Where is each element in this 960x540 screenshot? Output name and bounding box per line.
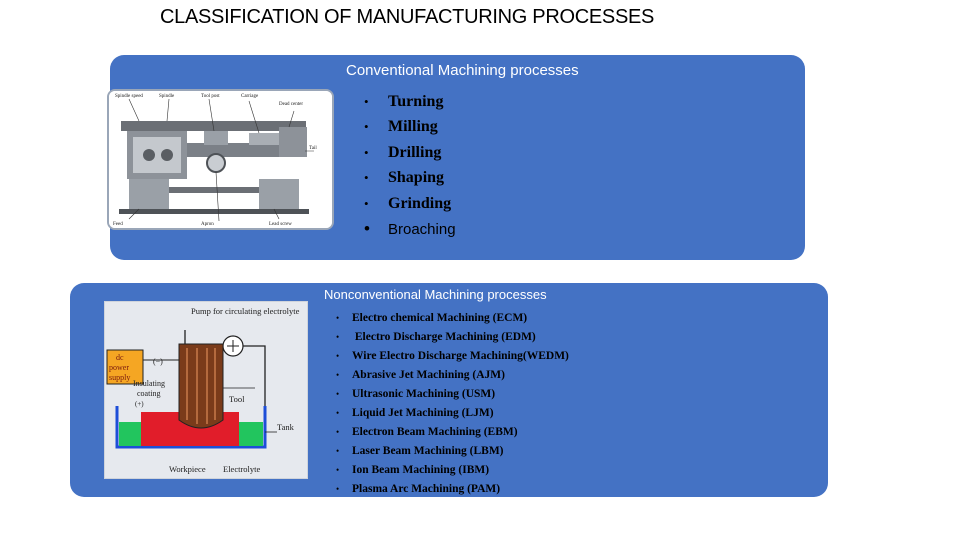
list-item: •Drilling	[364, 143, 442, 161]
list-item: •Broaching	[364, 218, 456, 238]
list-item: •Milling	[364, 118, 438, 136]
svg-text:Spindle: Spindle	[159, 94, 175, 99]
svg-text:Carriage: Carriage	[241, 94, 259, 99]
list-item: • Electro Discharge Machining (EDM)	[336, 331, 536, 343]
nonconventional-panel: Nonconventional Machining processes Pump…	[70, 283, 828, 497]
conventional-panel: Conventional Machining processes	[107, 55, 805, 260]
list-item: •Shaping	[364, 169, 445, 187]
list-item: •Ultrasonic Machining (USM)	[336, 388, 496, 400]
list-item: •Ion Beam Machining (IBM)	[336, 464, 490, 476]
list-item: •Liquid Jet Machining (LJM)	[336, 407, 494, 419]
ecm-diagram: Pump for circulating electrolyte dc powe…	[104, 301, 308, 479]
lathe-machine-image: Spindle speed Spindle Tool post Carriage D…	[107, 89, 334, 230]
svg-text:dc: dc	[116, 353, 124, 362]
svg-text:Feed: Feed	[113, 222, 123, 227]
list-item: •Wire Electro Discharge Machining(WEDM)	[336, 350, 569, 362]
list-item: •Abrasive Jet Machining (AJM)	[336, 369, 505, 381]
plus-label: (+)	[135, 400, 144, 408]
list-item: •Laser Beam Machining (LBM)	[336, 445, 504, 457]
slide-title: CLASSIFICATION OF MANUFACTURING PROCESSE…	[160, 6, 655, 28]
conventional-heading: Conventional Machining processes	[346, 62, 579, 79]
svg-text:coating: coating	[137, 389, 161, 398]
electrolyte-label: Electrolyte	[223, 464, 261, 474]
list-item: •Turning	[364, 93, 444, 110]
tool-label: Tool	[229, 394, 245, 404]
list-item: •Electro chemical Machining (ECM)	[336, 312, 528, 324]
workpiece-label: Workpiece	[169, 464, 206, 474]
svg-text:Tail: Tail	[309, 146, 317, 151]
conventional-list: •Turning •Milling •Drilling •Shaping •Gr…	[364, 89, 456, 241]
svg-text:Apron: Apron	[201, 222, 214, 227]
tank-label: Tank	[277, 422, 295, 432]
list-item: •Electron Beam Machining (EBM)	[336, 426, 518, 438]
svg-text:Dead center: Dead center	[279, 102, 303, 107]
svg-text:power: power	[109, 363, 129, 372]
pump-label: Pump for circulating electrolyte	[191, 306, 300, 316]
nonconventional-heading: Nonconventional Machining processes	[324, 287, 547, 302]
svg-text:Spindle speed: Spindle speed	[115, 94, 143, 99]
list-item: •Plasma Arc Machining (PAM)	[336, 483, 501, 495]
svg-text:Tool post: Tool post	[201, 94, 220, 99]
minus-label: (−)	[153, 357, 163, 366]
svg-text:supply: supply	[109, 373, 130, 382]
nonconventional-list: •Electro chemical Machining (ECM) • Elec…	[336, 309, 569, 499]
list-item: •Grinding	[364, 194, 452, 212]
svg-text:Lead screw: Lead screw	[269, 222, 292, 227]
svg-text:Insulating: Insulating	[133, 379, 165, 388]
